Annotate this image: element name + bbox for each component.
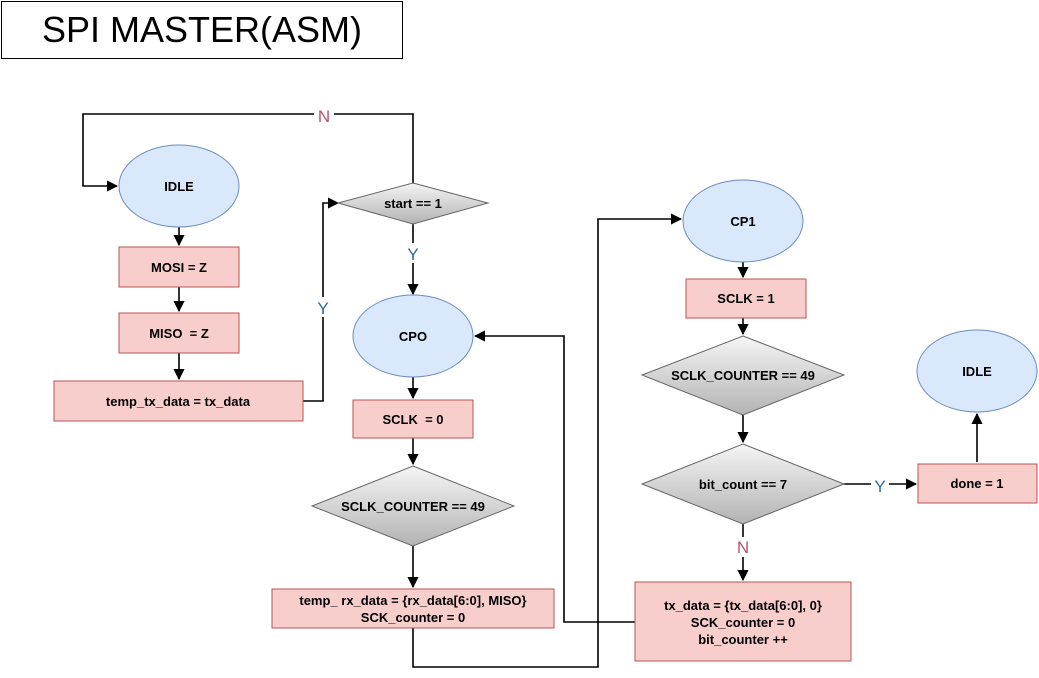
action-label: SCLK = 1	[717, 291, 774, 306]
decision-label: start == 1	[384, 196, 442, 211]
action-label-line2: SCK_counter = 0	[691, 615, 795, 630]
action-label-line1: temp_ rx_data = {rx_data[6:0], MISO}	[299, 593, 526, 608]
state-label: IDLE	[962, 364, 992, 379]
decision-sclk-counter-b: SCLK_COUNTER == 49	[640, 335, 846, 416]
edge-label-bitcount-yes: Y	[874, 477, 885, 496]
decision-sclk-counter-a: SCLK_COUNTER == 49	[310, 465, 516, 547]
edge-label-bitcount-no: N	[737, 538, 749, 557]
state-label: CP1	[730, 214, 755, 229]
decision-label: SCLK_COUNTER == 49	[671, 368, 815, 383]
action-temp-tx: temp_tx_data = tx_data	[53, 380, 304, 422]
action-label: MISO = Z	[149, 326, 209, 341]
state-label: IDLE	[164, 179, 194, 194]
decision-start: start == 1	[336, 182, 490, 225]
action-sclk0: SCLK = 0	[352, 399, 474, 439]
edge-label-start-yes-left: Y	[317, 299, 328, 318]
state-cp0: CPO	[352, 294, 474, 378]
decision-bit-count: bit_count == 7	[640, 443, 846, 525]
state-cp1: CP1	[682, 179, 804, 263]
state-idle-end: IDLE	[916, 329, 1038, 413]
action-label: MOSI = Z	[151, 260, 207, 275]
decision-label: SCLK_COUNTER == 49	[341, 499, 485, 514]
action-rx-update: temp_ rx_data = {rx_data[6:0], MISO} SCK…	[271, 588, 555, 629]
action-label-line1: tx_data = {tx_data[6:0], 0}	[664, 598, 822, 613]
action-label: SCLK = 0	[382, 412, 443, 427]
connector-rx-to-cp1	[412, 213, 683, 668]
action-label-line3: bit_counter ++	[698, 632, 788, 647]
action-mosi: MOSI = Z	[118, 246, 240, 288]
action-label: temp_tx_data = tx_data	[106, 394, 251, 409]
connector-tx-to-cp0	[473, 330, 635, 623]
action-miso: MISO = Z	[118, 312, 240, 354]
state-idle-start: IDLE	[118, 144, 240, 228]
action-label-line2: SCK_counter = 0	[361, 610, 465, 625]
connector-start-no-loop	[82, 113, 414, 192]
edge-label-start-no: N	[318, 107, 330, 126]
action-sclk1: SCLK = 1	[685, 278, 807, 319]
state-label: CPO	[399, 329, 427, 344]
edge-label-start-yes-down: Y	[407, 245, 418, 264]
page-title: SPI MASTER(ASM)	[1, 1, 403, 59]
action-label: done = 1	[950, 476, 1003, 491]
action-tx-update: tx_data = {tx_data[6:0], 0} SCK_counter …	[634, 581, 852, 662]
decision-label: bit_count == 7	[699, 477, 787, 492]
action-done: done = 1	[917, 463, 1038, 504]
